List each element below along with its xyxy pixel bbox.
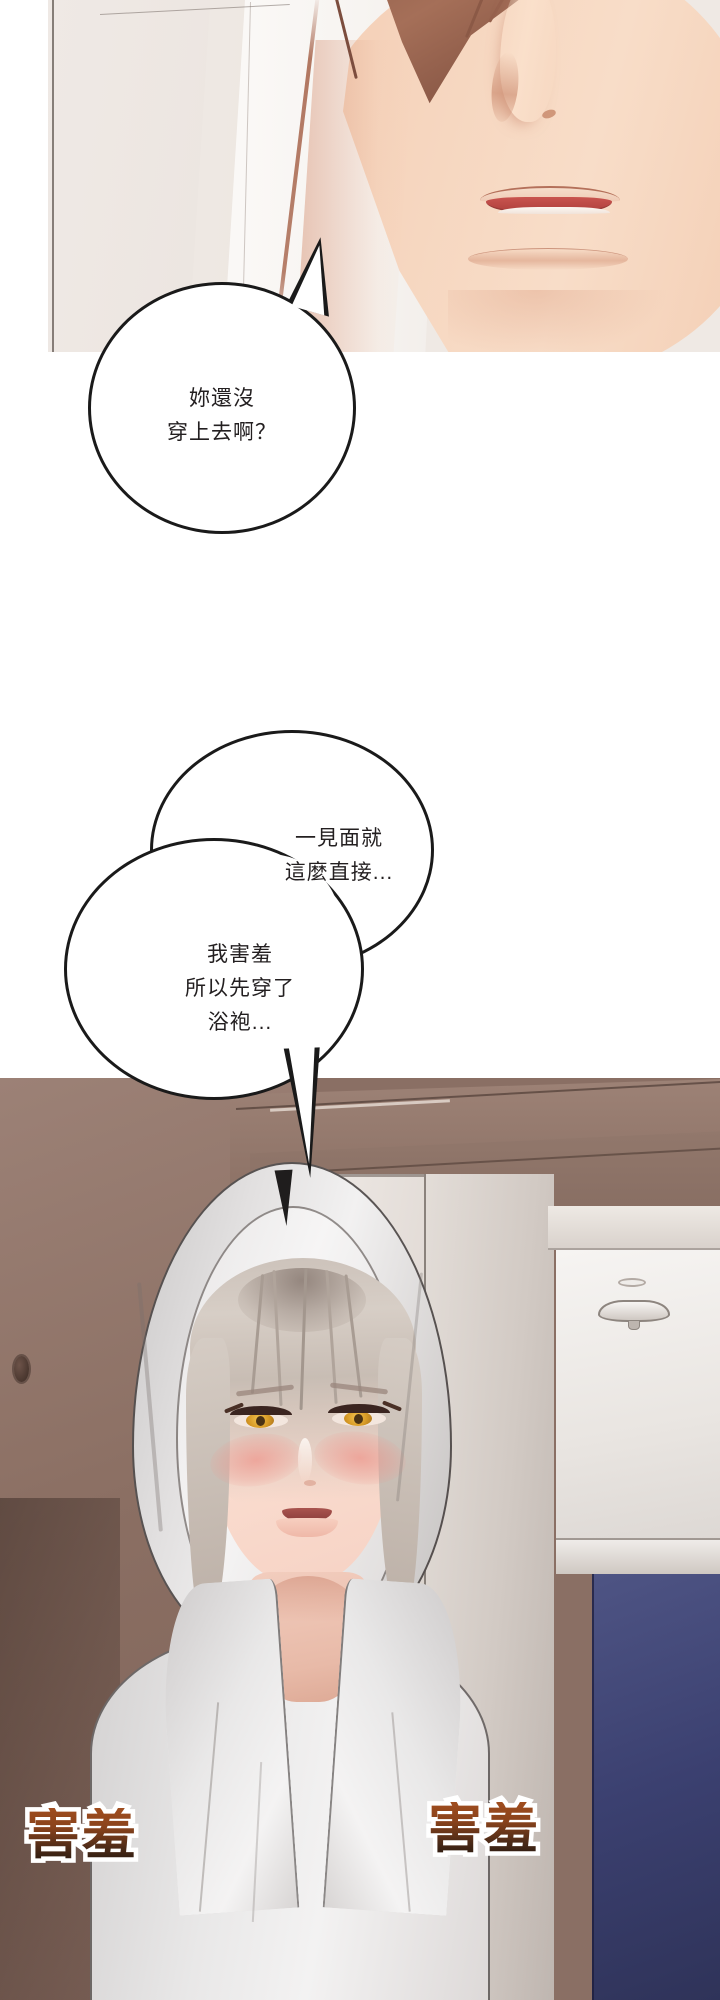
sfx-right: 害羞 [428,1799,540,1859]
panel-top [48,0,720,352]
girl-mouth-interior [282,1508,332,1521]
girl-eye-right [328,1404,390,1428]
blue-panel [592,1574,720,2000]
light-fixture-ring [618,1278,646,1287]
ceiling-lamp-stem [628,1320,640,1330]
speech-bubble-2-merge-fill [160,854,340,1024]
sfx-right-outline: 害羞 [424,1798,543,1861]
man-mouth [480,186,620,220]
bathrobe-collar-left [156,1578,300,1916]
ceiling-lamp-icon [598,1300,670,1322]
man-teeth [498,207,610,214]
man-lower-lip [468,248,628,270]
sfx-left: 害羞 [26,1805,138,1865]
door-knob [14,1356,29,1382]
sfx-left-outline: 害羞 [22,1804,141,1867]
girl-character [90,1162,510,2000]
girl-eye-left [230,1406,292,1430]
girl-eyelid [328,1404,390,1413]
girl-mouth [276,1508,338,1538]
speech-bubble-2-tail-fill [287,1041,320,1165]
panel-top-left-border [52,0,54,352]
girl-pupil [256,1416,265,1426]
speech-bubble-2-text-bottom: 我害羞 所以先穿了 浴袍... [185,943,295,1035]
panel-bottom [0,1078,720,2000]
man-chin-shading [448,290,668,352]
girl-nose-tip [304,1480,316,1486]
man-jaw-shadow [294,40,414,352]
girl-pupil [354,1414,363,1424]
man-mouth-interior [486,197,612,214]
inner-room [556,1250,720,1550]
girl-eyelid [230,1406,292,1415]
speech-bubble-1: 妳還沒 穿上去啊？ [88,282,356,534]
girl-nose [298,1438,312,1482]
speech-bubble-1-text: 妳還沒 穿上去啊？ [167,386,277,444]
speech-bubble-2-text-top: 一見面就 這麼直接... [284,827,394,885]
girl-lower-lip [276,1518,338,1537]
counter-edge [556,1538,720,1574]
door-lintel [548,1206,720,1250]
blue-panel-edge [592,1574,594,2000]
hallway-wall-middle-edge [300,1174,426,1177]
speech-bubble-2: 一見面就 這麼直接... 我害羞 所以先穿了 浴袍... [64,730,464,1179]
